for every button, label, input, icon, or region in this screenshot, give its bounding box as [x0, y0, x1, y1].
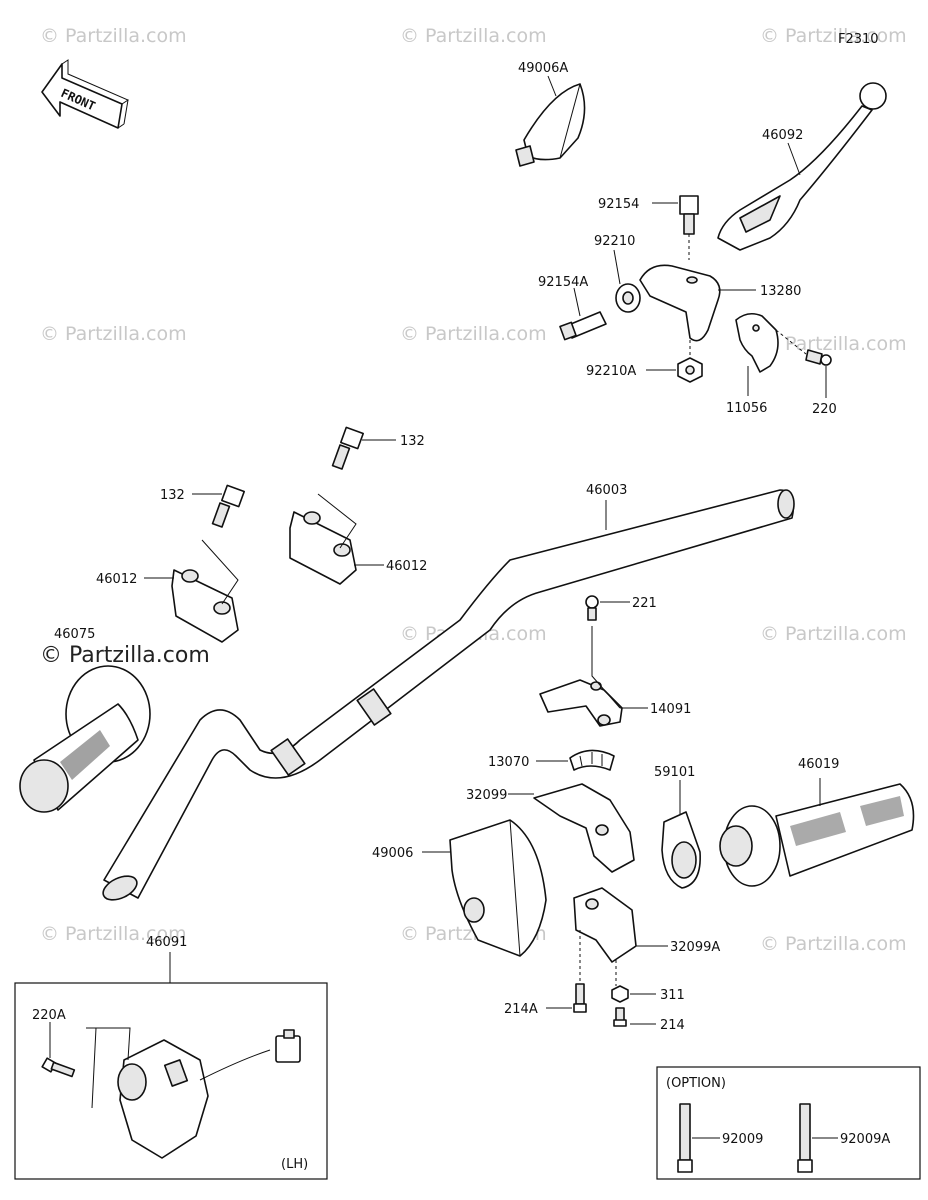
throttle-pulley-part	[569, 749, 615, 771]
watermark: © Partzilla.com	[400, 25, 547, 47]
watermark: © Partzilla.com	[760, 25, 907, 47]
watermark: © Partzilla.com	[40, 923, 187, 945]
bolt-part	[331, 426, 364, 470]
callout-32099A: 32099A	[670, 940, 720, 955]
callout-46091: 46091	[146, 935, 187, 950]
bolt-part	[677, 1103, 693, 1173]
figure-code: F2310	[838, 32, 879, 47]
lever-guard-part	[515, 83, 586, 167]
nut-part	[611, 985, 629, 1003]
handlebar-clamp-part	[171, 539, 239, 643]
callout-46012: 46012	[96, 572, 137, 587]
callout-92009: 92009	[722, 1132, 763, 1147]
front-arrow-icon: FRONT	[41, 59, 130, 129]
callout-46019: 46019	[798, 757, 839, 772]
watermark: © Partzilla.com	[40, 25, 187, 47]
watermark: © Partzilla.com	[760, 623, 907, 645]
bolt-part	[797, 1103, 813, 1173]
handlebar-clamp-part	[289, 493, 357, 585]
screw-part	[41, 1057, 76, 1078]
callout-220A: 220A	[32, 1008, 66, 1023]
callout-46075: 46075	[54, 627, 95, 642]
callout-214: 214	[660, 1018, 685, 1033]
callout-13070: 13070	[488, 755, 529, 770]
lever-holder-part	[639, 264, 721, 342]
clamp-part	[735, 312, 779, 373]
callout-46092: 46092	[762, 128, 803, 143]
callout-92210: 92210	[594, 234, 635, 249]
handlebar-switch-part	[117, 1029, 301, 1159]
throttle-housing-lower-part	[573, 887, 637, 986]
lever-part	[717, 82, 887, 251]
left-grip-part	[19, 665, 151, 813]
option-box-label: (OPTION)	[666, 1076, 726, 1091]
lh-switch-box	[14, 982, 328, 1180]
callout-49006A: 49006A	[518, 61, 568, 76]
bolt-part	[559, 311, 607, 341]
watermark: © Partzilla.com	[40, 323, 187, 345]
screw-part	[775, 329, 832, 366]
cable-bracket-part	[539, 626, 623, 727]
callout-13280: 13280	[760, 284, 801, 299]
callout-214A: 214A	[504, 1002, 538, 1017]
handlebar-part	[102, 489, 795, 901]
throttle-housing-upper-part	[533, 783, 635, 873]
throttle-cover-part	[449, 819, 547, 957]
callout-92009A: 92009A	[840, 1132, 890, 1147]
washer-part	[615, 283, 641, 313]
callout-11056: 11056	[726, 401, 767, 416]
callout-49006: 49006	[372, 846, 413, 861]
callout-92154: 92154	[598, 197, 639, 212]
screw-part	[573, 983, 587, 1013]
bolt-part	[211, 484, 245, 528]
lh-box-label: (LH)	[281, 1157, 308, 1172]
watermark: © Partzilla.com	[760, 933, 907, 955]
callout-46012: 46012	[386, 559, 427, 574]
screw-part	[613, 1007, 627, 1027]
callout-labels: 49006A 46092 92154 92210 92154A 13280 92…	[32, 61, 890, 1172]
nut-part	[677, 340, 703, 383]
callout-221: 221	[632, 596, 657, 611]
watermark-prominent: © Partzilla.com	[40, 643, 210, 668]
callout-14091: 14091	[650, 702, 691, 717]
callout-220: 220	[812, 402, 837, 417]
callout-32099: 32099	[466, 788, 507, 803]
callout-132: 132	[400, 434, 425, 449]
callout-132: 132	[160, 488, 185, 503]
right-grip-part	[719, 783, 915, 887]
callout-92154A: 92154A	[538, 275, 588, 290]
option-box	[656, 1066, 921, 1180]
cable-holder-part	[661, 811, 701, 889]
callout-46003: 46003	[586, 483, 627, 498]
bolt-part	[679, 195, 699, 260]
callout-59101: 59101	[654, 765, 695, 780]
callout-311: 311	[660, 988, 685, 1003]
watermark: © Partzilla.com	[400, 323, 547, 345]
watermark: © Partzilla.com	[760, 333, 907, 355]
screw-part	[585, 595, 599, 621]
callout-92210A: 92210A	[586, 364, 636, 379]
